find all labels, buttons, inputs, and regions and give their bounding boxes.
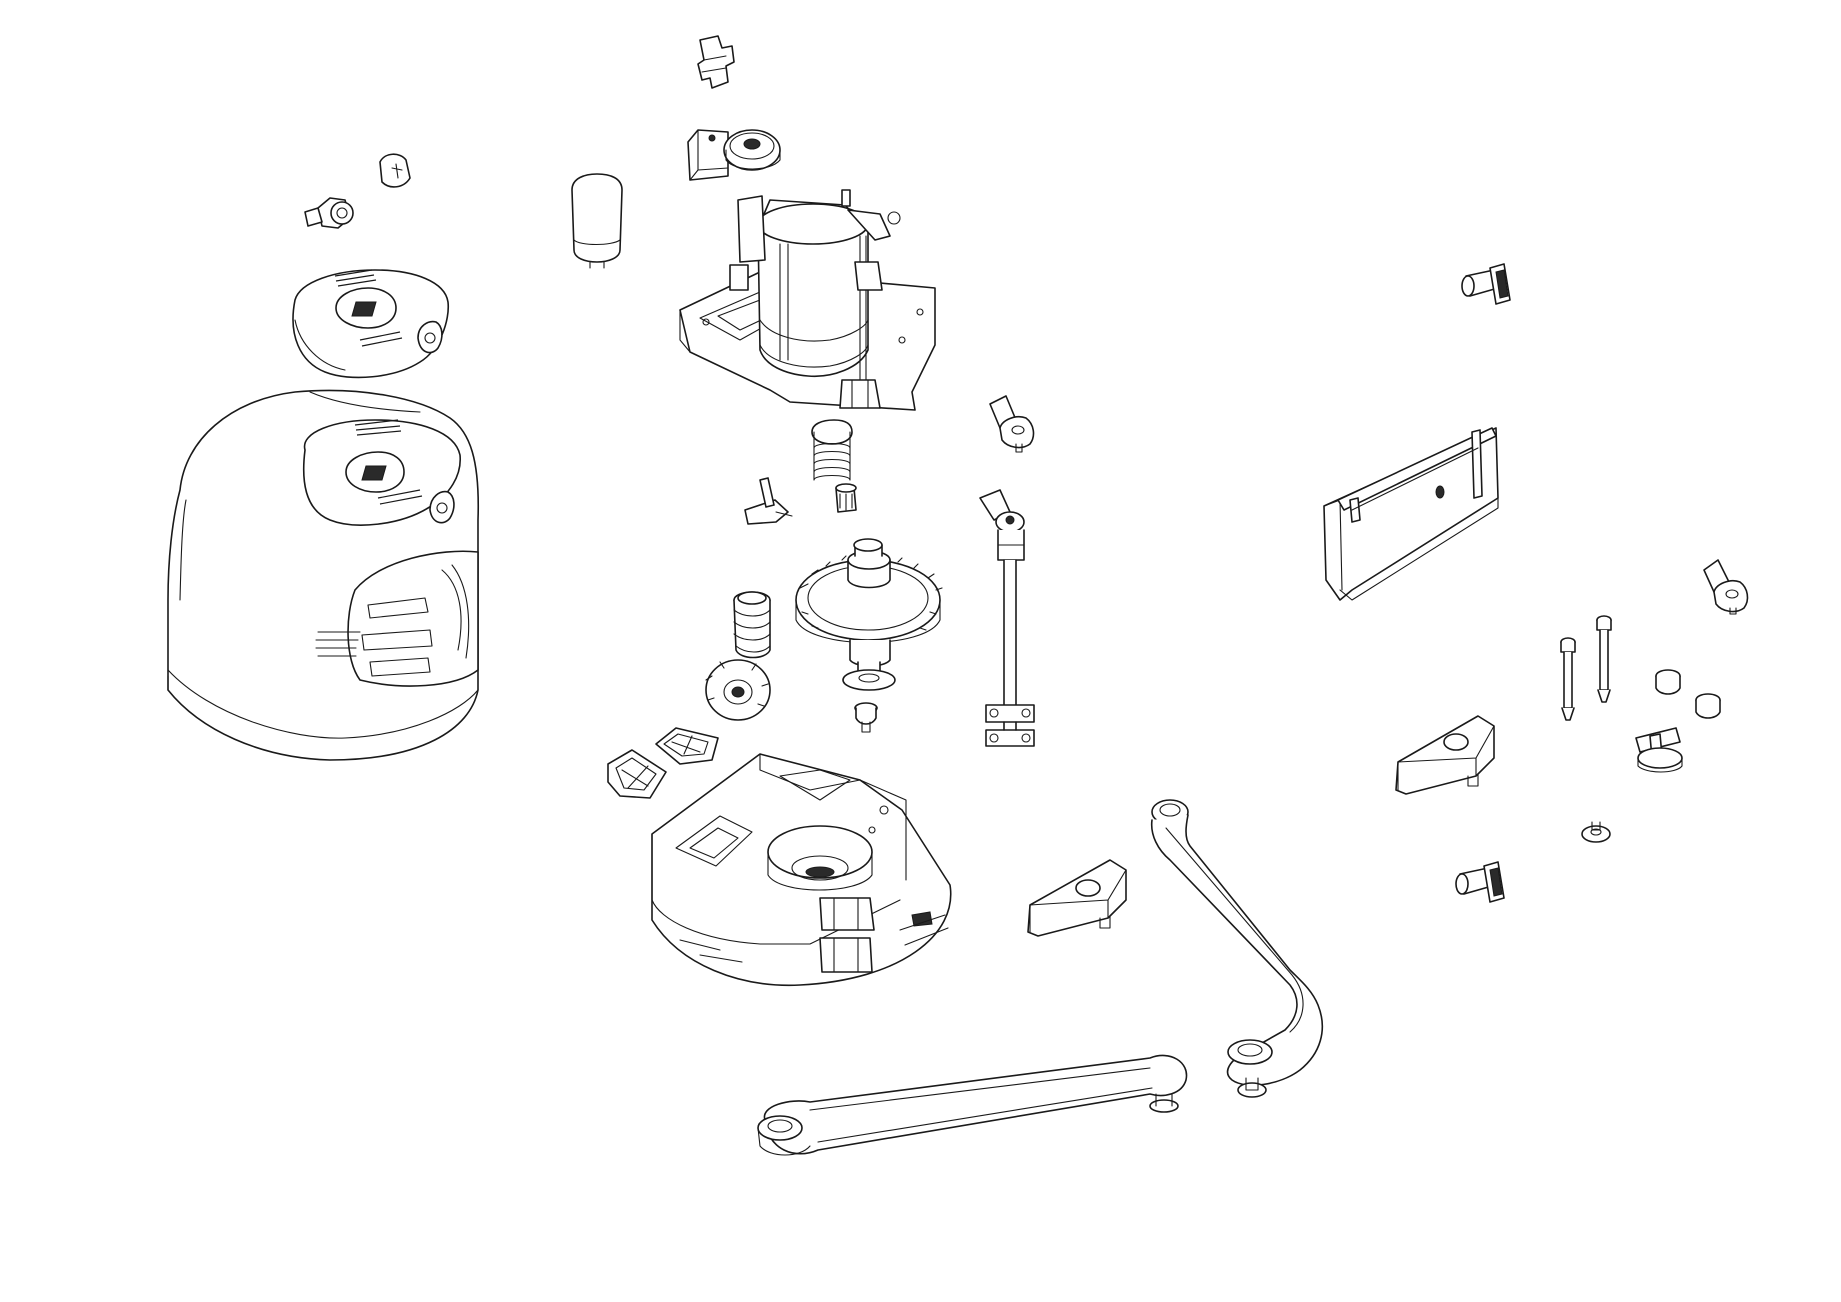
washer-pin (1581, 821, 1611, 843)
wing-cam-right (1703, 559, 1749, 615)
release-knob (379, 153, 411, 188)
anchor-bolt-lower (1455, 861, 1505, 903)
stop-block (1395, 715, 1495, 795)
bearing-ring (723, 129, 781, 171)
nuts (1655, 669, 1721, 719)
capacitor (571, 173, 623, 269)
anchor-bolt-upper (1461, 263, 1511, 305)
main-spur-gear (795, 538, 943, 691)
compression-spring (811, 419, 853, 481)
wing-cam-upper (989, 395, 1035, 453)
connector-plug (697, 35, 735, 89)
top-lid-cap (292, 269, 450, 379)
limit-rod-assembly (979, 489, 1035, 747)
worm-gear-shaft (705, 591, 771, 721)
long-screws (1560, 615, 1612, 721)
curved-arm (1150, 799, 1324, 1098)
electric-motor-on-bracket (679, 189, 936, 411)
arm-clamp-block (1027, 859, 1127, 937)
lock-cylinder (304, 197, 354, 229)
base-frame (651, 753, 952, 987)
gear-screw (854, 702, 878, 733)
small-pinion (835, 483, 857, 513)
t-bracket (1635, 727, 1683, 773)
terminal-block (687, 129, 729, 181)
cam-plates (607, 727, 719, 799)
micro-switch-lever (744, 477, 793, 525)
straight-arm (757, 1054, 1188, 1156)
wall-mounting-plate (1323, 427, 1499, 601)
motor-housing-cover (167, 389, 480, 761)
